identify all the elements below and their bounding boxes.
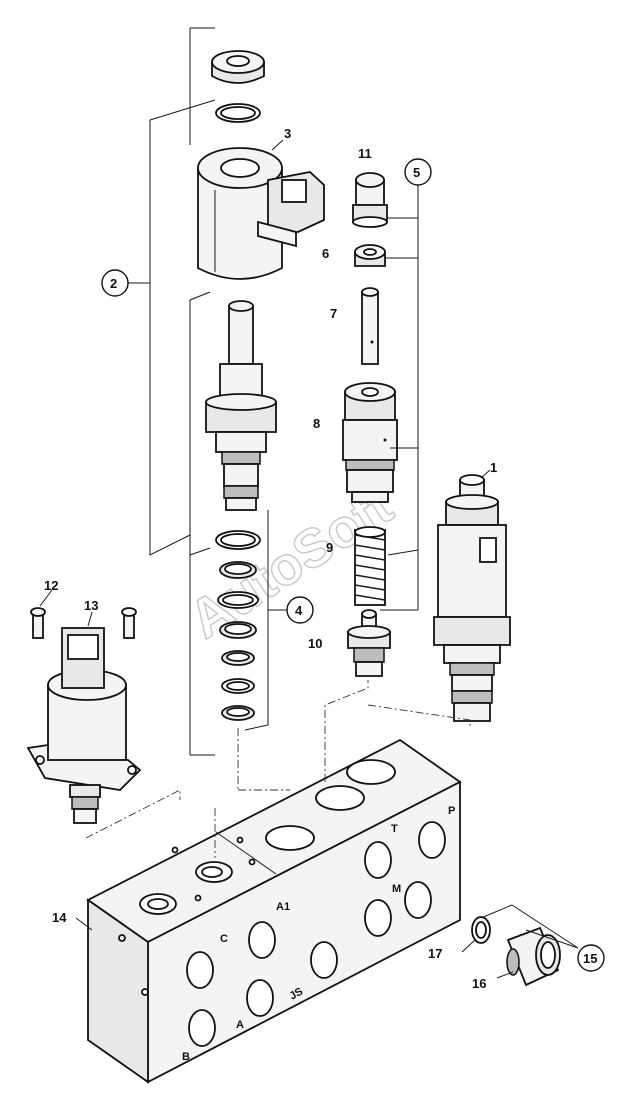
bracket-15	[461, 904, 579, 979]
cap	[352, 172, 388, 228]
centre-lines	[85, 680, 471, 858]
poppet	[347, 609, 391, 677]
bracket-2	[128, 27, 216, 556]
pin	[361, 287, 379, 365]
callout-17: 17	[428, 946, 442, 961]
port-p: P	[448, 805, 455, 817]
valve-stem	[205, 300, 277, 511]
callout-8: 8	[313, 416, 320, 431]
seal-kit-rings	[215, 530, 261, 721]
callout-6: 6	[322, 246, 329, 261]
callout-11: 11	[358, 146, 372, 161]
callout-labels: 3 11 6 7 8 9 10 1 12 13 14 17 16	[44, 126, 497, 991]
port-m: M	[392, 883, 401, 895]
screws	[30, 607, 137, 639]
callout-5: 5	[413, 165, 420, 180]
callout-9: 9	[326, 540, 333, 555]
callout-13: 13	[84, 598, 98, 613]
cartridge-valve	[433, 474, 511, 722]
port-b: B	[182, 1051, 190, 1063]
callout-15: 15	[583, 951, 597, 966]
solenoid-coil	[197, 147, 325, 280]
manifold-block	[86, 738, 462, 1084]
o-ring-17	[471, 916, 491, 944]
port-js: JS	[288, 985, 306, 1002]
adjuster-body	[342, 382, 398, 503]
solenoid-actuator	[26, 627, 142, 824]
circled-callouts: 2 5 4 15	[101, 158, 605, 972]
knurled-nut	[211, 50, 265, 84]
callout-2: 2	[110, 276, 117, 291]
o-ring-top	[215, 103, 261, 123]
leader-1	[480, 469, 491, 479]
port-t: T	[391, 823, 398, 835]
leader-14	[75, 917, 93, 931]
callout-16: 16	[472, 976, 486, 991]
leader-12	[39, 589, 53, 607]
port-c: C	[220, 933, 228, 945]
leader-3	[271, 139, 284, 151]
callout-12: 12	[44, 578, 58, 593]
callout-14: 14	[52, 910, 67, 925]
callout-1: 1	[490, 460, 497, 475]
callout-7: 7	[330, 306, 337, 321]
bracket-4	[189, 510, 290, 791]
bracket-5	[380, 185, 419, 611]
plug-16	[506, 926, 561, 987]
callout-4: 4	[295, 603, 303, 618]
callout-3: 3	[284, 126, 291, 141]
callout-10: 10	[308, 636, 322, 651]
port-a1: A1	[276, 901, 290, 913]
spring	[354, 526, 386, 606]
hex-nut	[354, 244, 386, 267]
port-labels: P T M A1 C JS A B	[182, 805, 455, 1063]
port-a: A	[236, 1019, 244, 1031]
leader-13	[87, 611, 93, 627]
